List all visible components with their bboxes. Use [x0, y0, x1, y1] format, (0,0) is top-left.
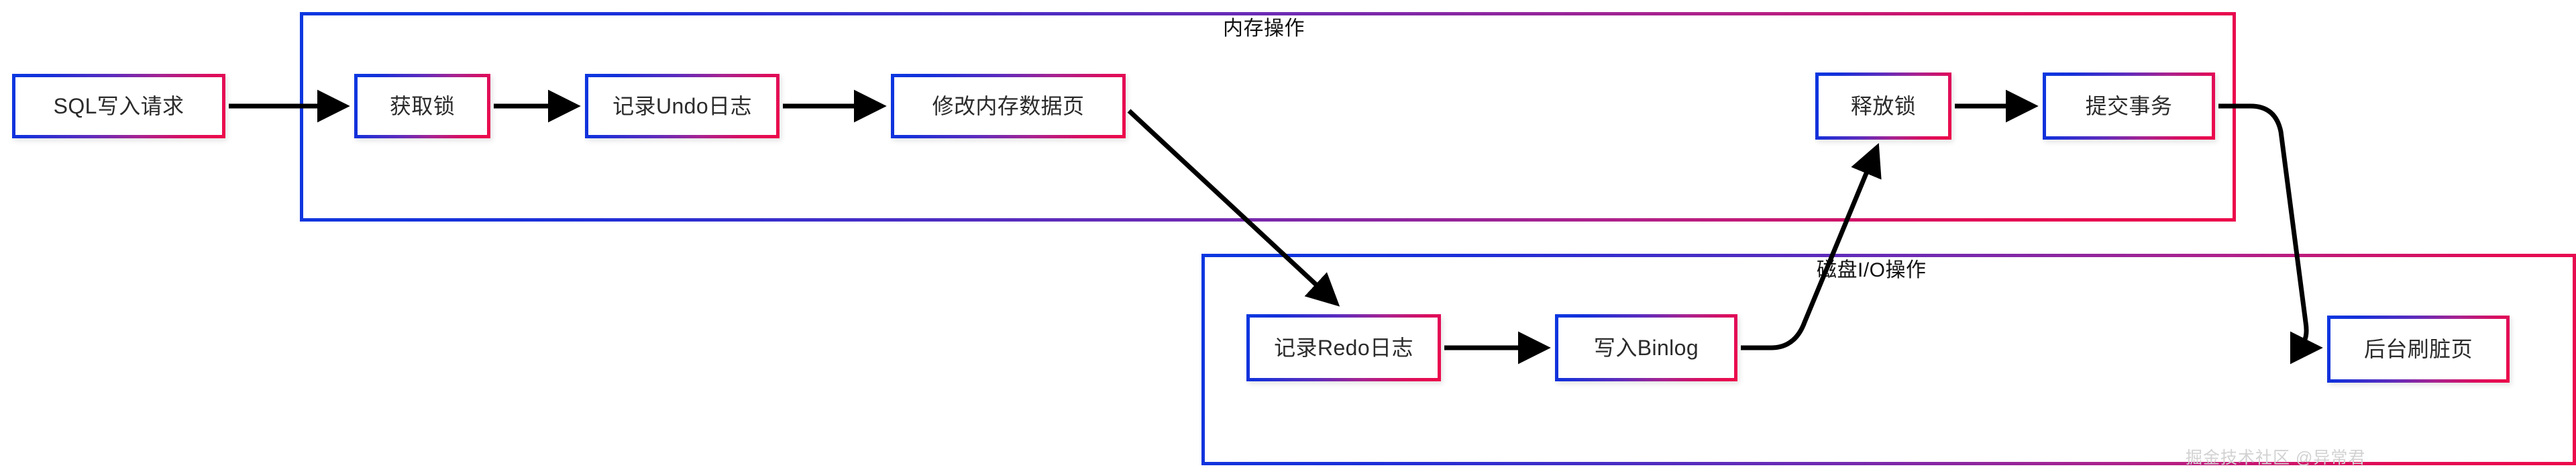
node-label: 记录Undo日志 — [612, 94, 752, 118]
node-sql-write-request[interactable]: SQL写入请求 — [12, 74, 225, 138]
node-label: 记录Redo日志 — [1274, 336, 1413, 360]
watermark: 掘金技术社区 @异常君 — [2186, 448, 2366, 467]
node-label: 写入Binlog — [1593, 336, 1699, 360]
node-label: 修改内存数据页 — [932, 94, 1085, 118]
node-record-redo-log[interactable]: 记录Redo日志 — [1246, 314, 1441, 381]
group-label-disk-io-ops: 磁盘I/O操作 — [1817, 259, 1927, 281]
group-label-memory-ops: 内存操作 — [1223, 17, 1305, 40]
node-bg-flush-dirty[interactable]: 后台刷脏页 — [2327, 316, 2510, 383]
node-release-lock[interactable]: 释放锁 — [1815, 73, 1951, 140]
node-modify-memory-page[interactable]: 修改内存数据页 — [891, 74, 1126, 138]
node-acquire-lock[interactable]: 获取锁 — [354, 74, 490, 138]
node-write-binlog[interactable]: 写入Binlog — [1555, 314, 1737, 381]
node-commit-transaction[interactable]: 提交事务 — [2043, 73, 2215, 140]
node-record-undo-log[interactable]: 记录Undo日志 — [585, 74, 780, 138]
node-label: 后台刷脏页 — [2363, 337, 2473, 361]
node-label: 获取锁 — [389, 94, 455, 118]
node-label: 释放锁 — [1850, 94, 1917, 118]
node-label: SQL写入请求 — [53, 94, 184, 118]
node-label: 提交事务 — [2085, 94, 2173, 118]
